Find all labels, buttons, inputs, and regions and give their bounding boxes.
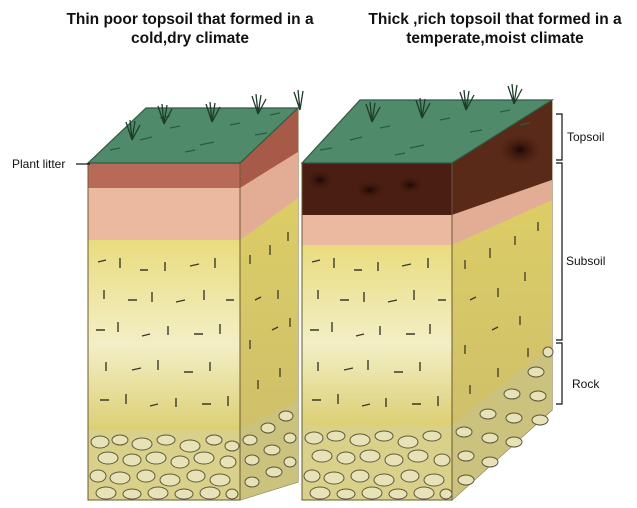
left-soil-block bbox=[88, 90, 303, 500]
right-front-subsoil bbox=[302, 245, 452, 425]
right-front-pink bbox=[302, 215, 452, 245]
right-soil-block bbox=[302, 84, 553, 500]
rock-bracket bbox=[556, 343, 562, 404]
left-front-pink bbox=[88, 188, 240, 240]
topsoil-bracket bbox=[556, 114, 562, 160]
subsoil-bracket bbox=[556, 163, 562, 340]
left-front-topsoil bbox=[88, 163, 240, 188]
left-front-subsoil bbox=[88, 240, 240, 430]
